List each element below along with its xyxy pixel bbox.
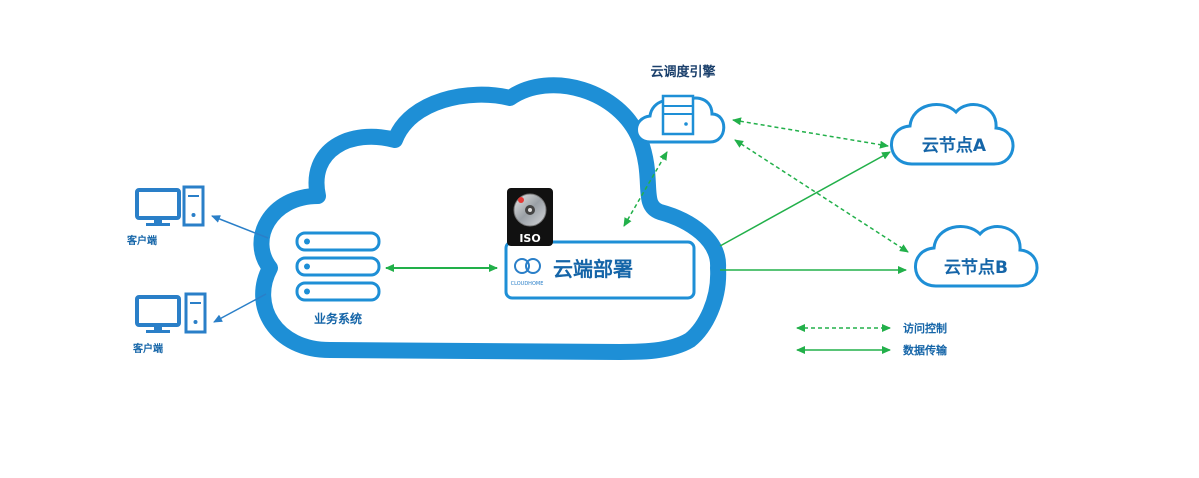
arrow-scheduler-node-a [732,117,889,149]
node-b-label: 云节点B [944,257,1008,278]
arrow-scheduler-node-b [734,139,909,253]
cloud-deploy-box: CLOUDHOME 云端部署 [504,240,696,300]
desktop-computer-icon [135,292,207,334]
iso-label: ISO [519,232,540,245]
server-rack-icon [661,94,695,136]
business-system-label: 业务系统 [314,311,362,326]
legend: 访问控制 数据传输 [796,321,948,357]
arrow-deploy-scheduler [623,151,668,227]
client-top: 客户端 [126,185,205,247]
cloud-link-icon [514,258,541,274]
cloud-node-b: 云节点B [914,225,1039,288]
scheduler-label: 云调度引擎 [650,64,715,80]
client-bottom-label: 客户端 [132,342,163,355]
legend-data-label: 数据传输 [903,343,948,357]
desktop-computer-icon [135,185,205,227]
cloud-deploy-brand: CLOUDHOME [511,281,544,287]
cloud-node-a: 云节点A [890,103,1015,166]
cloud-deploy-label: 云端部署 [553,257,633,281]
legend-access-label: 访问控制 [903,321,947,335]
client-bottom: 客户端 [132,292,207,355]
iso-disc-icon: ISO [507,188,553,246]
scheduler-node: 云调度引擎 [635,64,726,144]
arrow-deploy-node-a [719,151,891,247]
arrow-to-client-bottom [213,293,267,323]
business-system: 业务系统 [295,231,381,326]
client-top-label: 客户端 [126,234,157,247]
arrow-to-client-top [211,215,269,239]
node-a-label: 云节点A [922,135,987,156]
server-rack-icon [295,231,381,302]
